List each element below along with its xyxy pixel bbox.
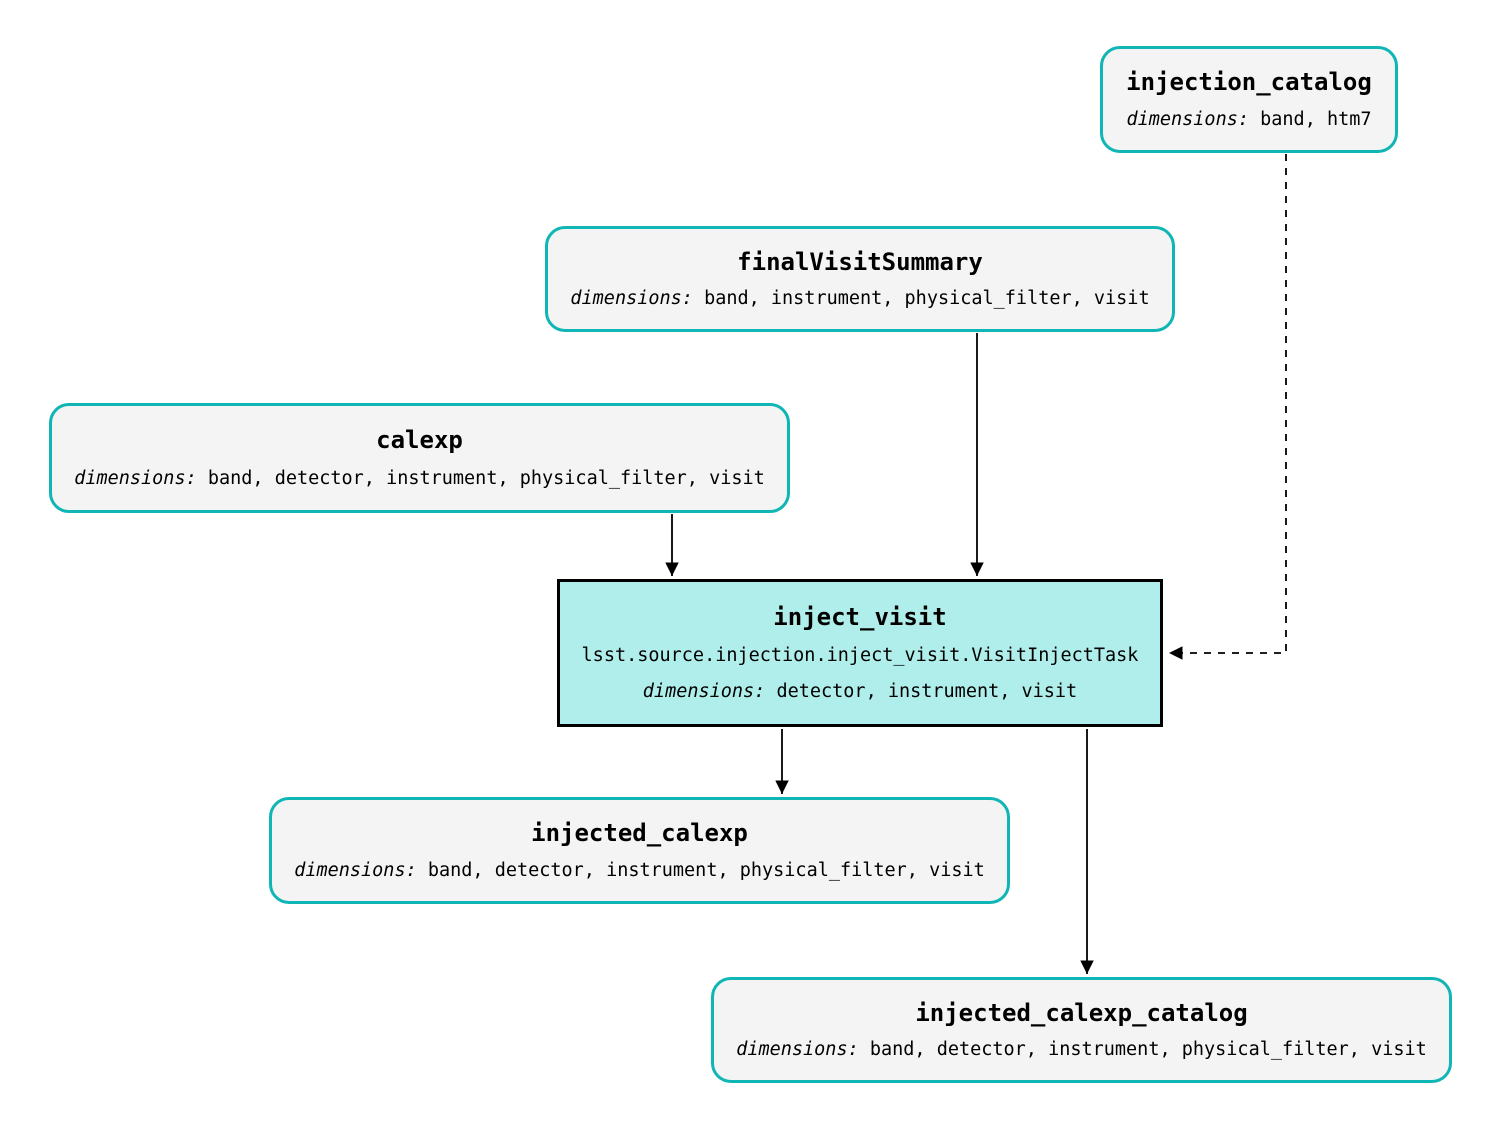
node-dimensions: dimensions: band, htm7 bbox=[1126, 108, 1372, 130]
dimensions-label: dimensions: bbox=[642, 680, 766, 702]
node-dimensions: dimensions: band, detector, instrument, … bbox=[74, 467, 765, 489]
dimensions-label: dimensions: bbox=[736, 1038, 859, 1060]
node-title: inject_visit bbox=[773, 602, 947, 631]
dimensions-value: band, detector, instrument, physical_fil… bbox=[869, 1038, 1427, 1060]
node-injection-catalog: injection_catalog dimensions: band, htm7 bbox=[1100, 46, 1398, 153]
node-title: injection_catalog bbox=[1126, 68, 1372, 97]
dimensions-label: dimensions: bbox=[570, 287, 693, 309]
node-dimensions: dimensions: band, instrument, physical_f… bbox=[570, 287, 1150, 309]
dimensions-label: dimensions: bbox=[1126, 108, 1249, 130]
node-title: finalVisitSummary bbox=[737, 247, 983, 276]
node-inject-visit-task: inject_visit lsst.source.injection.injec… bbox=[557, 579, 1163, 727]
node-title: injected_calexp bbox=[531, 819, 748, 848]
node-injected-calexp-catalog: injected_calexp_catalog dimensions: band… bbox=[711, 977, 1452, 1083]
node-title: injected_calexp_catalog bbox=[915, 998, 1248, 1027]
dimensions-value: band, instrument, physical_filter, visit bbox=[704, 287, 1150, 309]
node-title: calexp bbox=[376, 426, 463, 455]
node-dimensions: dimensions: detector, instrument, visit bbox=[642, 680, 1078, 702]
node-injected-calexp: injected_calexp dimensions: band, detect… bbox=[269, 797, 1010, 904]
dimensions-value: band, detector, instrument, physical_fil… bbox=[207, 467, 765, 489]
dimensions-label: dimensions: bbox=[294, 859, 417, 881]
node-dimensions: dimensions: band, detector, instrument, … bbox=[736, 1038, 1427, 1060]
task-class-path: lsst.source.injection.inject_visit.Visit… bbox=[581, 644, 1139, 666]
dimensions-label: dimensions: bbox=[74, 467, 197, 489]
dimensions-value: band, detector, instrument, physical_fil… bbox=[427, 859, 985, 881]
edge-injection-catalog-to-inject-visit-dashed bbox=[1169, 154, 1287, 660]
node-finalvisitsummary: finalVisitSummary dimensions: band, inst… bbox=[545, 226, 1175, 332]
dimensions-value: band, htm7 bbox=[1260, 108, 1372, 130]
node-calexp: calexp dimensions: band, detector, instr… bbox=[49, 403, 790, 513]
node-dimensions: dimensions: band, detector, instrument, … bbox=[294, 859, 985, 881]
dimensions-value: detector, instrument, visit bbox=[776, 680, 1078, 702]
